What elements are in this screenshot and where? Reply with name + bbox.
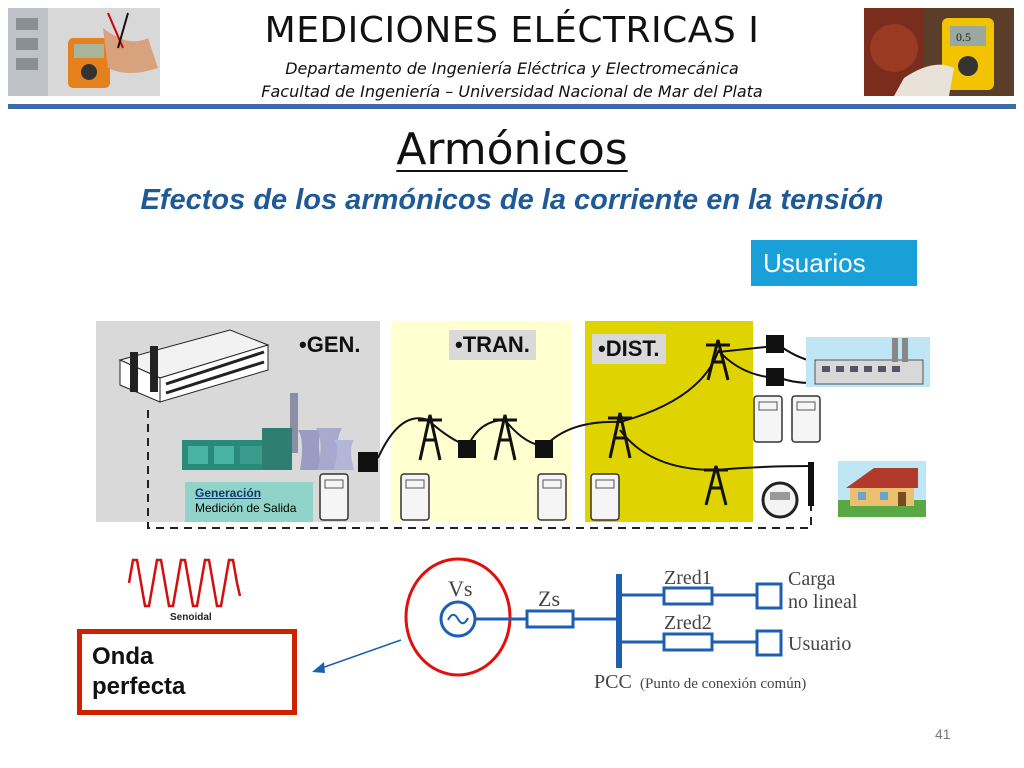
sine-caption: Senoidal	[170, 612, 212, 623]
zred1-label: Zred1	[664, 567, 712, 589]
load1-line1: Carga	[788, 568, 836, 590]
zred2-label: Zred2	[664, 612, 712, 634]
nonlinear-load-box	[755, 582, 783, 610]
callout-line2: perfecta	[92, 673, 186, 700]
generation-tag-title: Generación	[195, 486, 262, 500]
page-number: 41	[935, 726, 951, 742]
users-label-box: Usuarios	[751, 240, 917, 286]
sine-wave-icon	[127, 558, 242, 608]
zs-label: Zs	[538, 586, 560, 611]
transmission-tower-icon	[418, 339, 730, 506]
perfect-wave-callout: Onda perfecta	[77, 629, 297, 715]
zone-label-tran: •TRAN.	[449, 330, 536, 360]
generation-tag-subtitle: Medición de Salida	[195, 501, 297, 515]
course-title: MEDICIONES ELÉCTRICAS I	[264, 10, 760, 51]
zone-label-gen: •GEN.	[299, 332, 361, 357]
source-highlight-circle	[404, 557, 512, 677]
zred2-impedance	[662, 632, 714, 652]
svg-text:0.5: 0.5	[956, 30, 971, 44]
callout-line1: Onda	[92, 643, 154, 670]
power-plant-icon	[182, 393, 354, 470]
energy-meter-icon	[319, 395, 821, 521]
source-label: Vs	[448, 576, 472, 601]
pcc-note: (Punto de conexión común)	[640, 676, 806, 692]
multimeter-photo-right: 0.5	[864, 8, 1014, 96]
zred1-impedance	[662, 586, 714, 606]
zs-impedance	[525, 609, 575, 629]
round-meter-icon	[761, 481, 799, 519]
faculty-line: Facultad de Ingeniería – Universidad Nac…	[261, 82, 763, 101]
office-building-icon	[118, 329, 270, 403]
factory-icon	[806, 337, 930, 387]
load1-line2: no lineal	[788, 591, 858, 613]
department-line: Departamento de Ingeniería Eléctrica y E…	[285, 59, 739, 78]
user-load-box	[755, 629, 783, 657]
multimeter-photo-left	[8, 8, 160, 96]
pcc-bus	[616, 574, 622, 668]
circuit-diagram	[404, 557, 783, 677]
load2-label: Usuario	[788, 633, 851, 655]
pcc-label: PCC	[594, 671, 632, 693]
header-divider	[8, 104, 1016, 109]
house-icon	[838, 461, 926, 517]
zone-label-dist: •DIST.	[592, 334, 666, 364]
generation-tag: Generación Medición de Salida	[185, 482, 313, 522]
slide-title: Armónicos	[396, 124, 628, 175]
slide-subtitle: Efectos de los armónicos de la corriente…	[140, 184, 884, 216]
